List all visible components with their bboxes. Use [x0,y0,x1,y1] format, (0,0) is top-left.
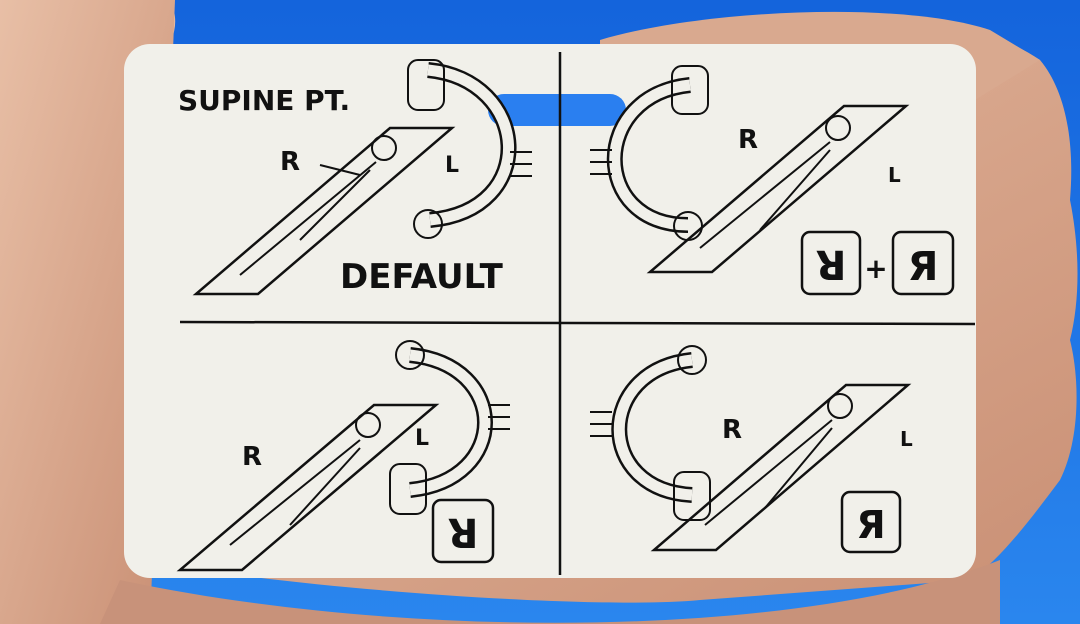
default-label: DEFAULT [340,257,504,297]
patient-head-icon [371,135,397,161]
card-slot [488,94,626,126]
marker-box [431,498,495,564]
quadrant-bottom-right: R L Я [590,345,913,554]
left-label: L [415,426,429,451]
badge-card [124,44,976,578]
left-label: L [445,153,459,178]
tube-icon [413,209,443,239]
right-label: R [280,147,300,177]
left-label: L [888,163,901,187]
right-label: R [738,125,758,155]
upside-down-r-marker: ꓤ [816,244,847,290]
marker-box [840,490,902,554]
marker-box [891,230,955,296]
card-title: SUPINE PT. [178,84,350,117]
table-icon [650,383,912,552]
upside-down-r-marker: ꓤ [448,512,479,558]
detector-icon [407,59,445,111]
marker-box [800,230,862,296]
table-icon [192,126,456,296]
left-label: L [900,427,913,451]
right-label: R [242,442,262,472]
plus-sign: + [864,252,887,285]
divider-horizontal [179,320,976,326]
quadrant-bottom-left: R L ꓤ [176,340,510,572]
quadrant-supine-default: SUPINE PT. DEFAULT R L [178,59,532,297]
quadrant-top-right: R L ꓤ + Я [590,65,955,296]
palm [100,560,1000,624]
table-icon [646,104,910,274]
patient-body-icon [239,161,377,276]
right-label: R [722,415,742,445]
mirrored-r-marker: Я [856,503,885,547]
table-icon [176,403,440,572]
detector-icon [671,65,709,115]
mirrored-r-marker: Я [908,244,939,290]
